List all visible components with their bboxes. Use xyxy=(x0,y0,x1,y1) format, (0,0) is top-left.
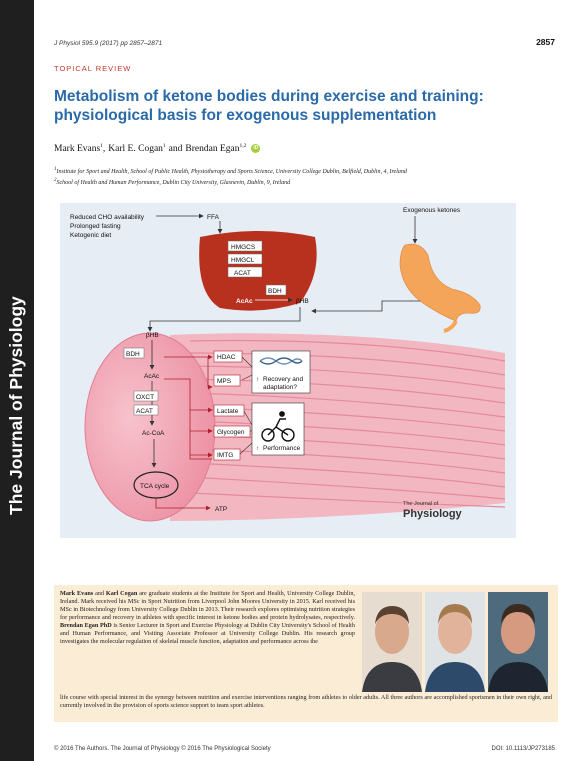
copyright-notice: © 2016 The Authors. The Journal of Physi… xyxy=(54,746,271,752)
author-list: Mark Evans1, Karl E. Cogan1 and Brendan … xyxy=(54,143,261,155)
label-ketogenic-diet: Ketogenic diet xyxy=(70,232,111,239)
muscle-cross-section xyxy=(84,332,216,522)
label-bhb-liver: βHB xyxy=(296,298,309,305)
label-exogenous-ketones: Exogenous ketones xyxy=(403,207,461,214)
sidebar-journal-title: The Journal of Physiology xyxy=(6,296,26,515)
title-line-1: Metabolism of ketone bodies during exerc… xyxy=(54,88,484,105)
label-ffa: FFA xyxy=(207,214,220,221)
logo-small-text: The Journal of xyxy=(403,501,439,507)
author-bio-box: Mark Evans and Karl Cogan are graduate s… xyxy=(54,585,558,722)
label-bhb-muscle: βHB xyxy=(146,332,159,339)
label-acac-muscle: AcAc xyxy=(144,373,160,380)
page-number: 2857 xyxy=(536,37,555,47)
label-acac-liver: AcAc xyxy=(236,298,253,305)
label-recovery: Recovery and xyxy=(263,376,303,383)
section-label: TOPICAL REVIEW xyxy=(54,64,132,73)
ketone-metabolism-diagram: Reduced CHO availability Prolonged fasti… xyxy=(70,207,506,522)
doi-link[interactable]: DOI: 10.1113/JP273185 xyxy=(491,746,556,752)
label-tca: TCA cycle xyxy=(140,483,170,490)
enzyme-bdh-liver: BDH xyxy=(268,288,282,295)
affiliation-2: 2School of Health and Human Performance,… xyxy=(54,178,291,186)
author-name[interactable]: Mark Evans1, xyxy=(54,143,106,155)
author-name[interactable]: Karl E. Cogan1 xyxy=(108,143,166,155)
label-reduced-cho: Reduced CHO availability xyxy=(70,214,145,221)
label-performance: Performance xyxy=(263,445,301,452)
label-glycogen: Glycogen xyxy=(217,429,245,436)
bio-paragraph-continued: life course with special interest in the… xyxy=(60,694,552,709)
title-line-2: physiological basis for exogenous supple… xyxy=(54,107,437,124)
label-imtg: IMTG xyxy=(217,452,233,459)
article-title: Metabolism of ketone bodies during exerc… xyxy=(54,87,554,125)
orcid-icon[interactable]: iD xyxy=(251,144,261,154)
label-prolonged-fasting: Prolonged fasting xyxy=(70,223,121,230)
journal-sidebar: The Journal of Physiology xyxy=(0,0,34,761)
author-name[interactable]: Brendan Egan1,2 xyxy=(185,143,247,155)
citation: J Physiol 595.9 (2017) pp 2857–2871 xyxy=(54,40,163,47)
arrow-up-recovery: ↑ xyxy=(256,376,259,383)
author-photo-egan xyxy=(488,592,548,692)
label-adaptation: adaptation? xyxy=(263,384,297,391)
enzyme-acat-muscle: ACAT xyxy=(136,408,153,415)
label-hdac: HDAC xyxy=(217,354,236,361)
label-lactate: Lactate xyxy=(217,408,239,415)
enzyme-hmgcs: HMGCS xyxy=(231,244,256,251)
enzyme-bdh-muscle: BDH xyxy=(126,351,140,358)
bio-paragraph: Mark Evans and Karl Cogan are graduate s… xyxy=(60,590,355,645)
cyclist-icon xyxy=(261,411,295,442)
label-accoa: Ac-CoA xyxy=(142,430,165,437)
enzyme-acat: ACAT xyxy=(234,270,251,277)
liver-enzymes: HMGCS HMGCL ACAT BDH AcAc xyxy=(227,240,287,305)
author-photo-cogan xyxy=(425,592,485,692)
author-photo-evans xyxy=(362,592,422,692)
enzyme-oxct: OXCT xyxy=(136,394,154,401)
affiliation-1: 1Institute for Sport and Health, School … xyxy=(54,167,407,175)
logo-big-text: Physiology xyxy=(403,508,463,520)
stomach-shape xyxy=(399,243,481,322)
enzyme-hmgcl: HMGCL xyxy=(231,257,255,264)
author-separator: and xyxy=(168,143,183,154)
arrow-up-performance: ↑ xyxy=(256,445,259,452)
abstract-figure: Reduced CHO availability Prolonged fasti… xyxy=(60,203,516,538)
label-mps: MPS xyxy=(217,378,232,385)
dna-icon xyxy=(259,357,303,365)
label-atp: ATP xyxy=(215,506,227,513)
